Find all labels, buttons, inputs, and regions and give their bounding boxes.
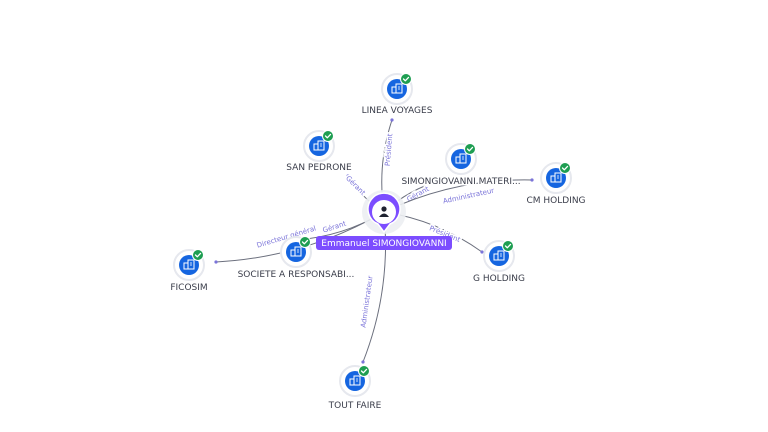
building-icon [550,172,562,183]
edge-arrow [390,118,394,122]
edge-role-label: Administrateur [359,275,374,328]
edge-arrow [480,250,484,254]
company-node-linea[interactable]: LINEA VOYAGES [360,73,434,118]
nodes-layer: LINEA VOYAGES SAN PEDRONE SIMONGIOVANNI MA… [169,73,587,413]
center-name-label: Emmanuel SIMONGIOVANNI [321,239,446,249]
edge-tout: Administrateur [358,211,387,364]
company-node-tout[interactable]: TOUT FAIRE [326,365,383,413]
verified-check-icon [299,236,311,248]
verified-check-icon [502,240,514,252]
company-node-ficosim[interactable]: FICOSIM [169,249,209,295]
company-node-pedrone[interactable]: SAN PEDRONE [285,130,354,175]
edge-arrow [361,360,365,364]
verified-check-icon [559,162,571,174]
center-person-node[interactable]: Emmanuel SIMONGIOVANNI [316,190,452,250]
verified-check-icon [192,249,204,261]
verified-check-icon [322,130,334,142]
company-name-label: SAN PEDRONE [286,163,352,173]
company-node-cm[interactable]: CM HOLDING [525,162,587,208]
company-node-g[interactable]: G HOLDING [472,240,527,286]
company-name-label: SIMONGIOVANNI MATERI... [401,177,520,187]
verified-check-icon [464,143,476,155]
building-icon [455,153,467,164]
verified-check-icon [400,73,412,85]
building-icon [391,83,403,94]
edge-arrow [440,178,444,182]
company-name-label: FICOSIM [170,283,207,293]
company-name-label: SOCIETE A RESPONSABI... [238,270,355,280]
edge-role-label: Président [384,133,395,166]
edge-role-label: Administrateur [442,187,495,206]
building-icon [183,259,195,270]
company-name-label: LINEA VOYAGES [362,106,433,116]
company-name-label: G HOLDING [473,274,525,284]
company-node-materi[interactable]: SIMONGIOVANNI MATERI... [400,143,522,189]
edge-role-label: Gérant [344,174,367,197]
center-name-tag [316,236,452,250]
building-icon [290,246,302,257]
building-icon [493,250,505,261]
company-name-label: TOUT FAIRE [328,401,382,411]
edge-arrow [530,178,534,182]
edge-arrow [214,260,218,264]
edge-arrow [346,174,350,178]
company-node-societe[interactable]: SOCIETE A RESPONSABI... [236,236,356,282]
company-name-label: CM HOLDING [526,196,585,206]
center-inner [372,200,396,224]
verified-check-icon [358,365,370,377]
person-icon [379,206,389,217]
building-icon [313,140,325,151]
building-icon [349,375,361,386]
